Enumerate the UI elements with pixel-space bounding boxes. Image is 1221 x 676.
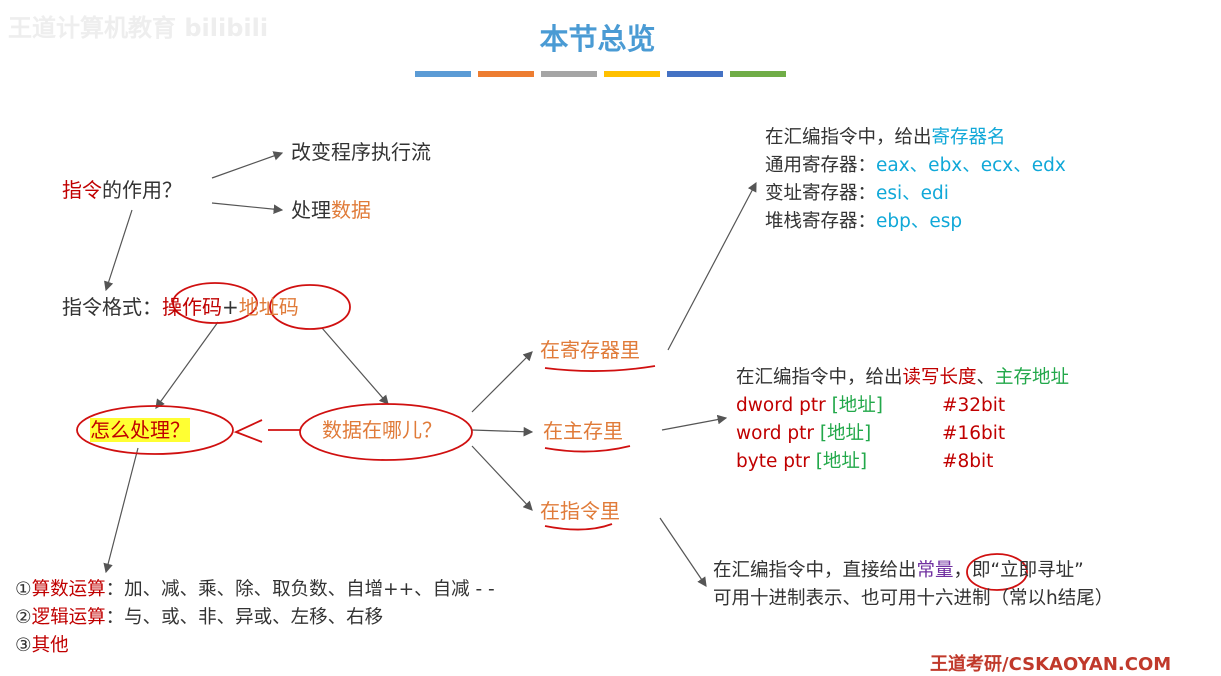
color-bar xyxy=(667,71,723,77)
text: dword ptr xyxy=(736,395,832,416)
red-circle xyxy=(299,403,473,461)
register-block: 在汇编指令中，给出寄存器名 通用寄存器：eax、ebx、ecx、edx 变址寄存… xyxy=(765,124,1066,236)
memory-block: 在汇编指令中，给出读写长度、主存地址 dword ptr [地址]#32bit … xyxy=(736,364,1069,476)
text: word ptr xyxy=(736,423,820,444)
arrow xyxy=(104,209,133,292)
role-change-flow: 改变程序执行流 xyxy=(291,140,431,164)
arrow xyxy=(667,181,757,351)
color-bar xyxy=(541,71,597,77)
text: 在汇编指令中，给出 xyxy=(765,127,932,148)
red-circle xyxy=(172,282,258,324)
text: esi、edi xyxy=(876,183,949,204)
red-underline xyxy=(544,365,656,372)
how-to-process: 怎么处理？ xyxy=(90,418,190,442)
text: 数据 xyxy=(331,198,371,222)
location-instruction: 在指令里 xyxy=(540,499,620,523)
list-item: ③其他 xyxy=(15,632,495,660)
red-underline xyxy=(544,523,613,531)
arrow xyxy=(659,517,707,587)
title-color-bars xyxy=(415,71,786,77)
arrow xyxy=(155,321,219,409)
ptr-row: byte ptr [地址] #8bit xyxy=(736,448,1069,476)
text: 常量 xyxy=(916,560,954,581)
arrow xyxy=(211,151,284,179)
text: ebp、esp xyxy=(876,211,963,232)
text: ：与、或、非、异或、左移、右移 xyxy=(105,607,384,628)
red-arrow-mark xyxy=(233,419,300,443)
footer-watermark: 王道考研/CSKAOYAN.COM xyxy=(930,654,1172,675)
address-code: 地址码 xyxy=(238,295,299,319)
where-is-data: 数据在哪儿？ xyxy=(322,418,442,442)
ptr-row: dword ptr [地址] #32bit xyxy=(736,392,1069,420)
text: 寄存器名 xyxy=(931,127,1006,148)
list-item: ②逻辑运算：与、或、非、异或、左移、右移 xyxy=(15,604,495,632)
location-register: 在寄存器里 xyxy=(540,338,640,362)
text: 通用寄存器： xyxy=(765,155,877,176)
color-bar xyxy=(730,71,786,77)
text: 可用十进制表示、也可用十六进制（常以h结尾） xyxy=(713,588,1114,609)
text: ③ xyxy=(15,635,32,656)
list-item: ①算数运算：加、减、乘、除、取负数、自增++、自减 - - xyxy=(15,576,495,604)
text: ：加、减、乘、除、取负数、自增++、自减 - - xyxy=(105,579,495,600)
text: 处理 xyxy=(291,198,331,222)
text: 指令格式： xyxy=(62,295,162,319)
text: eax、ebx、ecx、edx xyxy=(876,155,1066,176)
color-bar xyxy=(604,71,660,77)
text: 逻辑运算 xyxy=(31,607,106,628)
text: 堆栈寄存器： xyxy=(765,211,877,232)
text: #32bit xyxy=(942,395,1006,416)
operations-list: ①算数运算：加、减、乘、除、取负数、自增++、自减 - - ②逻辑运算：与、或、… xyxy=(15,576,495,660)
text: [地址] xyxy=(819,423,872,444)
arrow xyxy=(321,327,389,405)
text: 、 xyxy=(976,367,996,388)
arrow xyxy=(471,445,533,511)
location-memory: 在主存里 xyxy=(543,419,623,443)
text: ② xyxy=(15,607,32,628)
immediate-block: 在汇编指令中，直接给出常量，即“立即寻址” 可用十进制表示、也可用十六进制（常以… xyxy=(713,557,1113,613)
text: 指令 xyxy=(62,178,102,202)
opcode: 操作码 xyxy=(162,295,222,319)
page-title: 本节总览 xyxy=(539,22,656,56)
arrow xyxy=(471,426,534,437)
arrow xyxy=(211,202,284,214)
arrow xyxy=(471,351,533,413)
text: 在汇编指令中，直接给出 xyxy=(713,560,917,581)
arrows-and-annotations xyxy=(76,151,1028,591)
text: 主存地址 xyxy=(995,367,1070,388)
text: [地址] xyxy=(815,451,868,472)
red-circle xyxy=(269,284,351,330)
arrow xyxy=(103,447,139,574)
color-bar xyxy=(415,71,471,77)
arrow xyxy=(661,414,728,431)
text: 其他 xyxy=(31,635,69,656)
watermark: 王道计算机教育 bilibili xyxy=(8,14,269,42)
role-process-data: 处理数据 xyxy=(291,198,371,222)
text: #8bit xyxy=(942,451,994,472)
instruction-role-question: 指令的作用？ xyxy=(62,178,182,202)
text: ① xyxy=(15,579,32,600)
text: #16bit xyxy=(942,423,1006,444)
text: + xyxy=(222,295,239,319)
text: byte ptr xyxy=(736,451,816,472)
text: 读写长度 xyxy=(902,367,977,388)
text: [地址] xyxy=(831,395,884,416)
red-circle xyxy=(966,553,1028,591)
color-bar xyxy=(478,71,534,77)
instruction-format: 指令格式：操作码+地址码 xyxy=(62,295,299,319)
text: 在汇编指令中，给出 xyxy=(736,367,903,388)
text: 的作用？ xyxy=(102,178,182,202)
red-circle xyxy=(76,405,234,455)
red-underline xyxy=(544,445,631,453)
ptr-row: word ptr [地址] #16bit xyxy=(736,420,1069,448)
text: 算数运算 xyxy=(31,579,106,600)
text: ，即“立即寻址” xyxy=(953,560,1084,581)
text: 变址寄存器： xyxy=(765,183,877,204)
